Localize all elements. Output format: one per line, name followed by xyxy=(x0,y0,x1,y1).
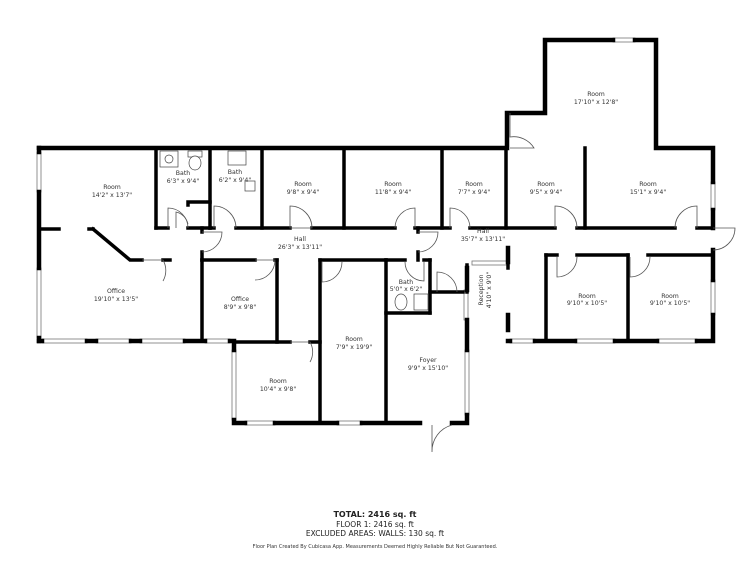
room-label: Office xyxy=(107,288,125,295)
room-dims: 5'0" x 6'2" xyxy=(390,286,423,293)
room-dims: 6'3" x 9'4" xyxy=(167,178,200,185)
room-label: Room xyxy=(661,293,679,300)
room-dims: 14'2" x 13'7" xyxy=(92,192,132,199)
room-label: Room xyxy=(537,181,555,188)
room-label: Office xyxy=(231,296,249,303)
room-label: Room xyxy=(587,91,605,98)
room-label: Reception xyxy=(478,275,485,306)
room-label: Bath xyxy=(176,170,190,177)
room-dims: 6'2" x 9'4" xyxy=(219,177,252,184)
fixtures xyxy=(159,150,429,311)
room-dims: 7'9" x 19'9" xyxy=(336,344,373,351)
floor-area: FLOOR 1: 2416 sq. ft xyxy=(336,520,414,529)
room-dims: 26'3" x 13'11" xyxy=(278,244,322,251)
disclaimer: Floor Plan Created By Cubicasa App. Meas… xyxy=(252,544,498,550)
room-label: Room xyxy=(465,181,483,188)
room-dims: 9'8" x 9'4" xyxy=(287,189,320,196)
sink-icon-3 xyxy=(413,293,429,311)
room-label: Room xyxy=(345,336,363,343)
room-dims: 4'10" x 9'0" xyxy=(486,272,493,309)
room-label: Bath xyxy=(399,279,413,286)
room-dims: 17'10" x 12'8" xyxy=(574,99,618,106)
room-dims: 15'1" x 9'4" xyxy=(630,189,667,196)
room-dims: 35'7" x 13'11" xyxy=(461,236,505,243)
room-dims: 9'9" x 15'10" xyxy=(408,365,448,372)
excluded-area: EXCLUDED AREAS: WALLS: 130 sq. ft xyxy=(305,529,445,538)
room-label: Room xyxy=(294,181,312,188)
sink-icon-2 xyxy=(227,150,247,166)
room-label: Room xyxy=(269,378,287,385)
room-dims: 19'10" x 13'5" xyxy=(94,296,138,303)
room-label: Hall xyxy=(477,228,489,235)
room-label: Room xyxy=(639,181,657,188)
room-label: Room xyxy=(384,181,402,188)
windows xyxy=(36,37,716,426)
room-dims: 8'9" x 9'8" xyxy=(224,304,257,311)
room-labels: Room 14'2" x 13'7" Bath 6'3" x 9'4" Bath… xyxy=(92,91,690,393)
exterior-walls xyxy=(36,37,716,426)
room-label: Bath xyxy=(228,169,242,176)
interior-walls xyxy=(37,146,715,425)
room-dims: 9'10" x 10'5" xyxy=(650,300,690,307)
room-label: Room xyxy=(578,293,596,300)
room-dims: 10'4" x 9'8" xyxy=(260,386,297,393)
room-dims: 9'10" x 10'5" xyxy=(567,300,607,307)
room-label: Hall xyxy=(294,236,306,243)
room-dims: 11'8" x 9'4" xyxy=(375,189,412,196)
room-dims: 7'7" x 9'4" xyxy=(458,189,491,196)
room-label: Foyer xyxy=(419,357,437,364)
room-label: Room xyxy=(103,184,121,191)
room-dims: 9'5" x 9'4" xyxy=(530,189,563,196)
toilet-icon-2 xyxy=(394,293,408,311)
total-area: TOTAL: 2416 sq. ft xyxy=(333,510,417,519)
doors xyxy=(142,113,736,453)
